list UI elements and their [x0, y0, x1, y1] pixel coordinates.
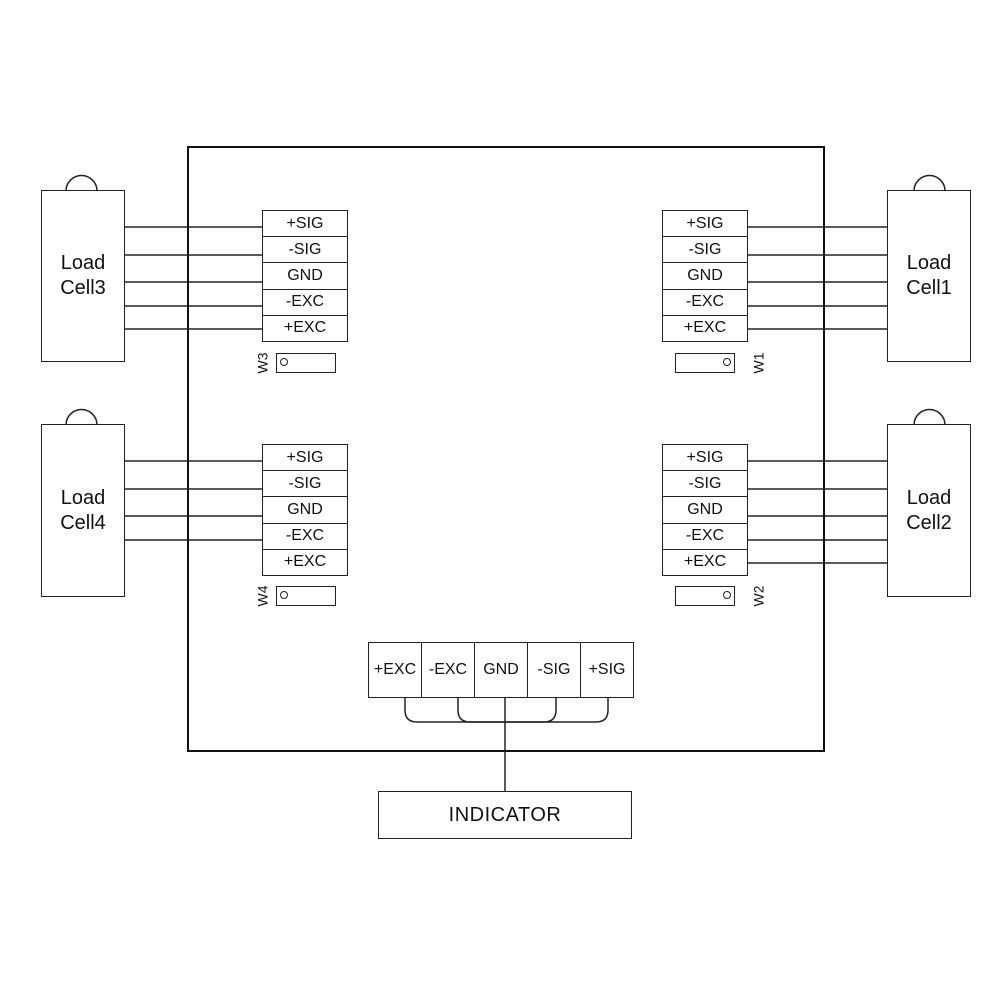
trimmer-label: W1: [750, 352, 767, 374]
load-cell-1: Load Cell1: [887, 190, 971, 362]
terminal: +EXC: [683, 319, 727, 337]
terminal: +EXC: [283, 319, 327, 337]
load-cell-label: Load: [906, 486, 952, 509]
terminal: -EXC: [263, 290, 347, 316]
trimmer-screw-icon: [280, 591, 288, 599]
terminal: +EXC: [283, 553, 327, 571]
load-cell-cap: [65, 174, 98, 192]
output-terminal: -SIG: [528, 643, 581, 697]
terminal-block-cell1: +SIG -SIG GND -EXC +EXC: [662, 210, 748, 342]
load-cell-4: Load Cell4: [41, 424, 125, 597]
terminal: GND: [263, 263, 347, 290]
terminal: -EXC: [663, 524, 747, 550]
terminal: -SIG: [263, 471, 347, 498]
trimmer-w4: [276, 586, 336, 606]
load-cell-label: Cell4: [60, 511, 106, 534]
output-terminal: +SIG: [588, 661, 626, 678]
load-cell-cap: [913, 408, 946, 426]
output-terminal: -EXC: [422, 643, 475, 697]
trimmer-screw-icon: [723, 591, 731, 599]
terminal: -SIG: [663, 471, 747, 498]
junction-box: [187, 146, 825, 752]
trimmer-w1: [675, 353, 735, 373]
terminal-block-cell2: +SIG -SIG GND -EXC +EXC: [662, 444, 748, 576]
terminal: GND: [263, 497, 347, 524]
load-cell-cap: [65, 408, 98, 426]
load-cell-label: Load: [60, 486, 106, 509]
load-cell-cap: [913, 174, 946, 192]
terminal-block-cell4: +SIG -SIG GND -EXC +EXC: [262, 444, 348, 576]
terminal: +SIG: [663, 445, 747, 472]
trimmer-label: W4: [254, 585, 271, 607]
output-terminal: GND: [475, 643, 528, 697]
terminal: -SIG: [663, 237, 747, 264]
trimmer-w3: [276, 353, 336, 373]
terminal: -SIG: [263, 237, 347, 264]
trimmer-screw-icon: [723, 358, 731, 366]
terminal: +SIG: [263, 445, 347, 472]
output-terminal: +EXC: [369, 643, 422, 697]
load-cell-label: Cell3: [60, 277, 106, 299]
trimmer-screw-icon: [280, 358, 288, 366]
terminal: +EXC: [683, 553, 727, 571]
terminal: -EXC: [663, 290, 747, 316]
output-terminal-block: +EXC -EXC GND -SIG +SIG: [368, 642, 634, 698]
load-cell-2: Load Cell2: [887, 424, 971, 597]
output-loop: [457, 698, 609, 723]
terminal: +SIG: [663, 211, 747, 238]
indicator-box: INDICATOR: [378, 791, 632, 839]
terminal: +SIG: [263, 211, 347, 238]
load-cell-label: Load: [60, 252, 106, 274]
terminal-block-cell3: +SIG -SIG GND -EXC +EXC: [262, 210, 348, 342]
load-cell-3: Load Cell3: [41, 190, 125, 362]
load-cell-label: Cell2: [906, 511, 952, 534]
terminal: GND: [663, 263, 747, 290]
load-cell-label: Load: [906, 252, 952, 274]
load-cell-label: Cell1: [906, 277, 952, 299]
terminal: GND: [663, 497, 747, 524]
trimmer-label: W2: [750, 585, 767, 607]
trimmer-w2: [675, 586, 735, 606]
trimmer-label: W3: [254, 352, 271, 374]
terminal: -EXC: [263, 524, 347, 550]
